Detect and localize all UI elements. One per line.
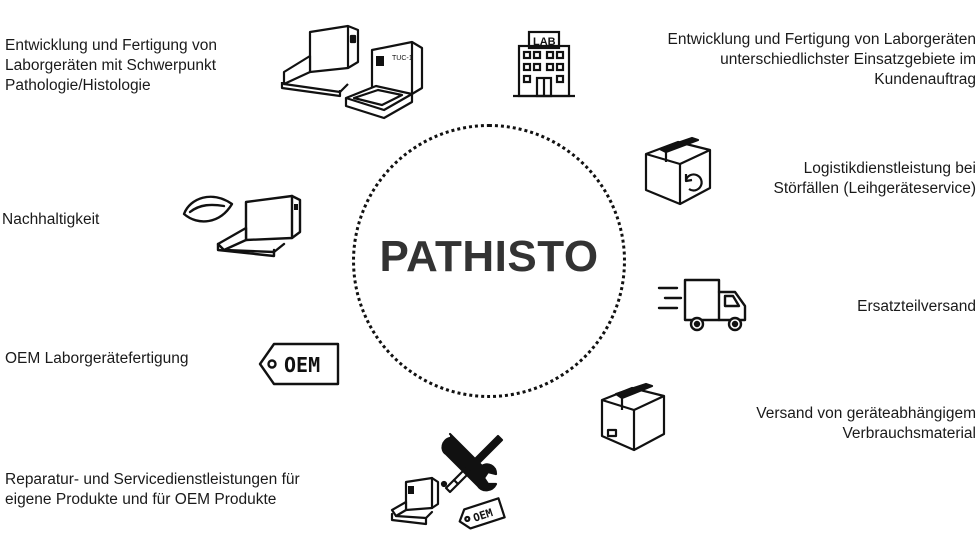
label-line: Versand von geräteabhängigem [756, 405, 976, 422]
label-nachhaltigkeit: Nachhaltigkeit [2, 210, 162, 230]
label-line: eigene Produkte und für OEM Produkte [5, 491, 277, 508]
label-line: Kundenauftrag [874, 71, 976, 88]
label-reparatur: Reparatur- und Servicedienstleistungen f… [5, 470, 385, 510]
oem-tag-icon: OEM [258, 338, 344, 395]
label-line: Logistikdienstleistung bei [803, 160, 976, 177]
label-line: Reparatur- und Servicedienstleistungen f… [5, 471, 300, 488]
center-circle [352, 124, 626, 398]
label-versand: Versand von geräteabhängigem Verbrauchsm… [676, 404, 976, 444]
center-title: PATHISTO [379, 232, 599, 281]
leaf-device-icon [180, 190, 310, 263]
label-line: OEM Laborgerätefertigung [5, 350, 189, 367]
label-line: Nachhaltigkeit [2, 211, 100, 228]
label-line: Laborgeräten mit Schwerpunkt [5, 57, 217, 74]
label-ersatzteil: Ersatzteilversand [800, 297, 976, 317]
label-line: unterschiedlichster Einsatzgebiete im [720, 51, 976, 68]
label-line: Entwicklung und Fertigung von [5, 37, 217, 54]
label-line: Ersatzteilversand [857, 298, 976, 315]
box-refresh-icon [640, 136, 714, 213]
label-line: Störfällen (Leihgeräteservice) [773, 180, 976, 197]
lab-building-icon: LAB [509, 24, 579, 105]
label-entwicklung-kunden: Entwicklung und Fertigung von Laborgerät… [580, 30, 976, 90]
label-line: Pathologie/Histologie [5, 77, 151, 94]
lab-device-icon: TUC-1 [280, 22, 430, 127]
label-line: Entwicklung und Fertigung von Laborgerät… [667, 31, 976, 48]
oem-tag-small-text: OEM [471, 506, 494, 525]
device-label: TUC-1 [392, 55, 413, 62]
label-entwicklung-pathologie: Entwicklung und Fertigung von Laborgerät… [5, 36, 285, 96]
building-label: LAB [533, 36, 556, 48]
label-logistik: Logistikdienstleistung bei Störfällen (L… [700, 159, 976, 199]
delivery-truck-icon [655, 274, 751, 341]
oem-tag-text: OEM [284, 353, 320, 377]
label-oem: OEM Laborgerätefertigung [5, 349, 255, 369]
package-box-icon [598, 382, 668, 459]
tools-icon: OEM [390, 432, 512, 549]
label-line: Verbrauchsmaterial [842, 425, 976, 442]
